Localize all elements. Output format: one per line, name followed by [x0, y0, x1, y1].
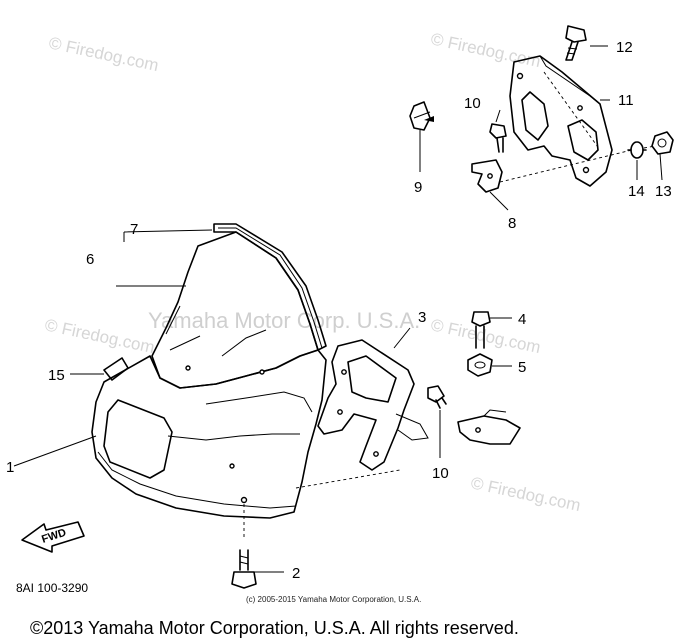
- part-10-lower-screw: [427, 385, 447, 409]
- callout-11: 11: [618, 92, 634, 109]
- assembly-line-upper: [499, 145, 656, 183]
- footer-copyright: ©2013 Yamaha Motor Corporation, U.S.A. A…: [30, 618, 519, 638]
- callout-6: 6: [86, 251, 94, 268]
- callout-15: 15: [48, 367, 65, 384]
- leader-lines: [13, 45, 663, 573]
- callout-9: 9: [414, 179, 422, 196]
- callout-12: 12: [616, 39, 633, 56]
- diagram-code: 8AI 100-3290: [16, 581, 88, 595]
- assembly-line-lower: [295, 469, 401, 489]
- part-1-cowling: [91, 349, 327, 540]
- callout-14: 14: [628, 183, 645, 200]
- part-4-bolt: [471, 311, 491, 349]
- part-9-clip: [409, 101, 434, 131]
- watermark-mid-left: © Firedog.com: [43, 315, 156, 357]
- callout-3: 3: [418, 309, 426, 326]
- part-11-bracket: [509, 55, 613, 187]
- part-15-marker: [103, 357, 129, 381]
- part-5-nut: [467, 353, 493, 377]
- callout-2: 2: [292, 565, 300, 582]
- part-8-bracket: [471, 159, 503, 193]
- part-2-screw: [231, 549, 257, 589]
- watermark-top-left: © Firedog.com: [47, 33, 160, 75]
- small-copyright: (c) 2005-2015 Yamaha Motor Corporation, …: [246, 595, 421, 604]
- part-10-upper-bolt: [489, 123, 507, 153]
- callout-8: 8: [508, 215, 516, 232]
- callout-1: 1: [6, 459, 14, 476]
- part-3-stay: [317, 339, 429, 471]
- callout-10-lower: 10: [432, 465, 449, 482]
- fwd-arrow-icon: FWD: [21, 521, 85, 553]
- watermark-bottom-right: © Firedog.com: [469, 473, 582, 515]
- callout-4: 4: [518, 311, 526, 328]
- watermark-top-right: © Firedog.com: [429, 29, 542, 71]
- part-13-nut: [651, 131, 674, 155]
- callout-13: 13: [655, 183, 672, 200]
- callout-7: 7: [130, 221, 138, 238]
- callout-5: 5: [518, 359, 526, 376]
- watermark-center: Yamaha Motor Corp. U.S.A.: [148, 308, 420, 333]
- part-12-bolt: [565, 25, 587, 61]
- callout-10-upper: 10: [464, 95, 481, 112]
- lower-right-bracket: [457, 409, 521, 445]
